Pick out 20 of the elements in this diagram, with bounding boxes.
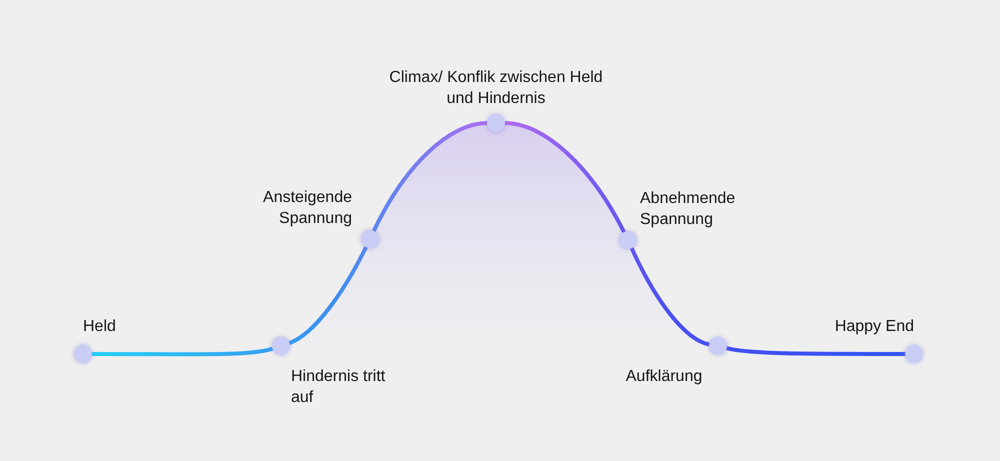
stage-label: Abnehmende Spannung xyxy=(640,189,736,230)
curve-segment xyxy=(630,246,712,346)
curve-segment xyxy=(503,121,626,234)
curve-segment xyxy=(724,346,907,356)
curve-point xyxy=(487,114,505,132)
stage-label: Climax/ Konflik zwischen Held und Hindernis xyxy=(388,68,604,109)
curve-segment xyxy=(90,346,274,356)
curve-point xyxy=(619,231,637,249)
curve-point xyxy=(272,337,290,355)
curve-segment xyxy=(287,245,368,345)
curve-point xyxy=(709,337,727,355)
stage-label: Happy End xyxy=(834,317,914,337)
curve-point xyxy=(905,345,923,363)
curve-segment xyxy=(372,121,489,233)
stage-label: Ansteigende Spannung xyxy=(262,188,352,229)
curve-point xyxy=(74,345,92,363)
curve-point xyxy=(361,230,379,248)
stage-label: Held xyxy=(83,317,117,337)
stage-label: Aufklärung xyxy=(624,367,704,387)
stage-label: Hindernis tritt auf xyxy=(291,367,386,408)
